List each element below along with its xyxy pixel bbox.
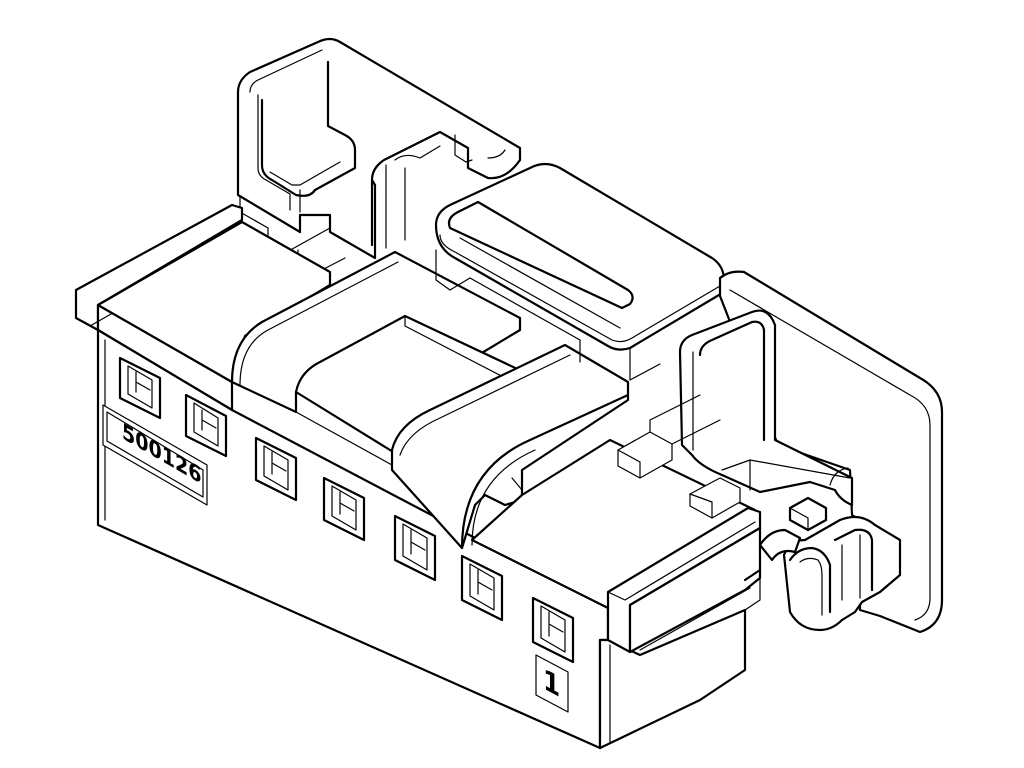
center-rails bbox=[230, 250, 630, 550]
pin-window bbox=[118, 356, 162, 420]
internal-details bbox=[617, 394, 741, 519]
center-pad bbox=[434, 162, 726, 381]
key-tab bbox=[743, 515, 902, 632]
pin-window bbox=[393, 514, 437, 582]
right-deck bbox=[470, 438, 762, 654]
rear-latch-left bbox=[236, 37, 522, 273]
pin-window bbox=[460, 554, 504, 622]
pin-window bbox=[254, 436, 298, 502]
pin-one-label: 1 bbox=[543, 662, 560, 704]
pin-window bbox=[184, 393, 228, 458]
pin-window bbox=[531, 596, 575, 664]
pin-windows bbox=[118, 356, 575, 664]
pin-one-marker: 1 bbox=[535, 654, 569, 713]
pin-window bbox=[322, 476, 366, 542]
